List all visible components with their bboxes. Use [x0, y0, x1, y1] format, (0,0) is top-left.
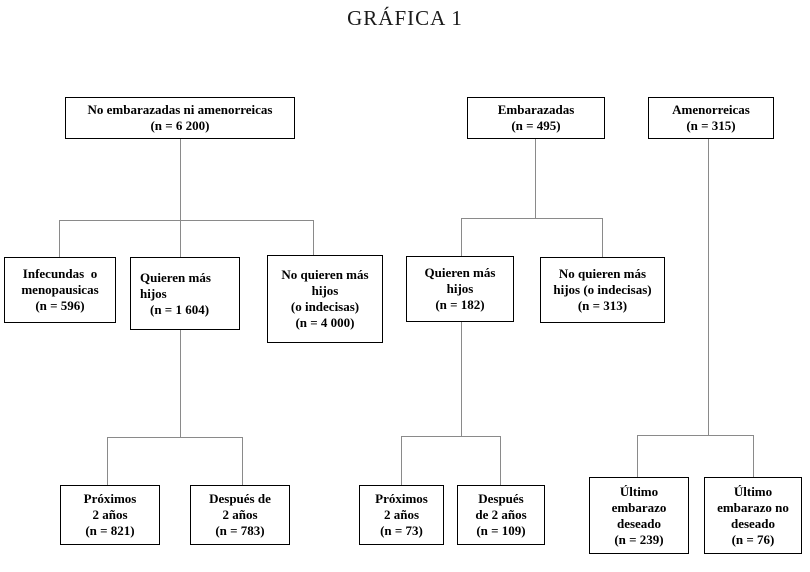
node-count: (n = 783) — [215, 523, 265, 538]
node-label: Infecundas o — [22, 266, 98, 281]
node-label: Próximos — [83, 491, 137, 506]
connector-line — [59, 220, 60, 257]
node-quieren-mas-hijos-182: Quieren más hijos (n = 182) — [406, 256, 514, 322]
node-label: Después — [478, 491, 524, 506]
node-count: (n = 73) — [380, 523, 423, 538]
node-label: Quieren más — [140, 269, 211, 285]
node-ultimo-embarazo-no-deseado-76: Último embarazo no deseado (n = 76) — [704, 477, 802, 554]
node-label: Próximos — [375, 491, 428, 506]
node-infecundas-menopausicas: Infecundas o menopausicas (n = 596) — [4, 257, 116, 323]
node-count: (n = 182) — [435, 297, 485, 312]
node-label: Último — [619, 483, 659, 499]
connector-line — [180, 330, 181, 437]
connector-line — [401, 436, 402, 485]
node-label: hijos — [311, 283, 339, 298]
node-label: deseado — [730, 515, 776, 531]
node-count: (n = 821) — [85, 523, 135, 538]
connector-line — [401, 436, 501, 437]
node-label: No quieren más — [558, 266, 647, 281]
node-label: Último — [733, 483, 773, 499]
connector-line — [107, 437, 243, 438]
node-amenorreicas: Amenorreicas (n = 315) — [648, 97, 774, 139]
node-label: hijos — [140, 285, 167, 301]
node-no-quieren-mas-hijos-4000: No quieren más hijos (o indecisas) (n = … — [267, 255, 383, 343]
connector-line — [180, 139, 181, 220]
connector-line — [753, 435, 754, 477]
node-count: (n = 6 200) — [150, 118, 210, 133]
node-label: No quieren más — [281, 267, 369, 282]
node-count: (n = 315) — [686, 118, 736, 133]
connector-line — [59, 220, 314, 221]
node-count: (n = 313) — [577, 298, 628, 313]
node-count: (n = 495) — [511, 118, 561, 133]
connector-line — [535, 139, 536, 218]
node-ultimo-embarazo-deseado-239: Último embarazo deseado (n = 239) — [589, 477, 689, 554]
connector-line — [461, 218, 603, 219]
node-proximos-2-anos-73: Próximos 2 años (n = 73) — [359, 485, 444, 545]
node-label: Embarazadas — [497, 102, 575, 117]
node-label: Quieren más — [424, 265, 496, 280]
connector-line — [461, 322, 462, 436]
node-despues-de-2-anos-109: Después de 2 años (n = 109) — [457, 485, 545, 545]
node-count: (n = 239) — [614, 531, 664, 547]
node-label: 2 años — [383, 507, 420, 522]
node-label: hijos (o indecisas) — [553, 282, 652, 297]
connector-line — [242, 437, 243, 485]
node-proximos-2-anos-821: Próximos 2 años (n = 821) — [60, 485, 160, 545]
connector-line — [637, 435, 754, 436]
node-quieren-mas-hijos-1604: Quieren más hijos (n = 1 604) — [130, 257, 240, 330]
node-label: de 2 años — [475, 507, 527, 522]
node-no-quieren-mas-hijos-313: No quieren más hijos (o indecisas) (n = … — [540, 257, 665, 323]
node-count: (n = 76) — [731, 531, 775, 547]
connector-line — [180, 220, 181, 257]
node-label: hijos — [446, 281, 474, 296]
node-label: embarazo no — [717, 499, 789, 515]
node-label: Amenorreicas — [672, 102, 750, 117]
connector-line — [313, 220, 314, 255]
connector-line — [708, 139, 709, 435]
node-count: (n = 109) — [476, 523, 526, 538]
node-count: (n = 4 000) — [295, 315, 355, 330]
connector-line — [461, 218, 462, 256]
node-label: 2 años — [222, 507, 258, 522]
node-count: (n = 596) — [35, 298, 85, 313]
node-label: (o indecisas) — [290, 299, 360, 314]
connector-line — [602, 218, 603, 257]
node-despues-de-2-anos-783: Después de 2 años (n = 783) — [190, 485, 290, 545]
node-label: Después de — [209, 491, 271, 506]
node-label: embarazo — [611, 499, 667, 515]
node-no-embarazadas: No embarazadas ni amenorreicas (n = 6 20… — [65, 97, 295, 139]
node-count: (n = 1 604) — [150, 301, 210, 317]
connector-line — [500, 436, 501, 485]
node-label: 2 años — [92, 507, 128, 522]
connector-line — [107, 437, 108, 485]
node-label: No embarazadas ni amenorreicas — [87, 102, 273, 117]
node-label: menopausicas — [21, 282, 99, 297]
node-label: deseado — [616, 515, 662, 531]
chart-title: GRÁFICA 1 — [347, 6, 463, 30]
connector-line — [637, 435, 638, 477]
node-embarazadas: Embarazadas (n = 495) — [467, 97, 605, 139]
